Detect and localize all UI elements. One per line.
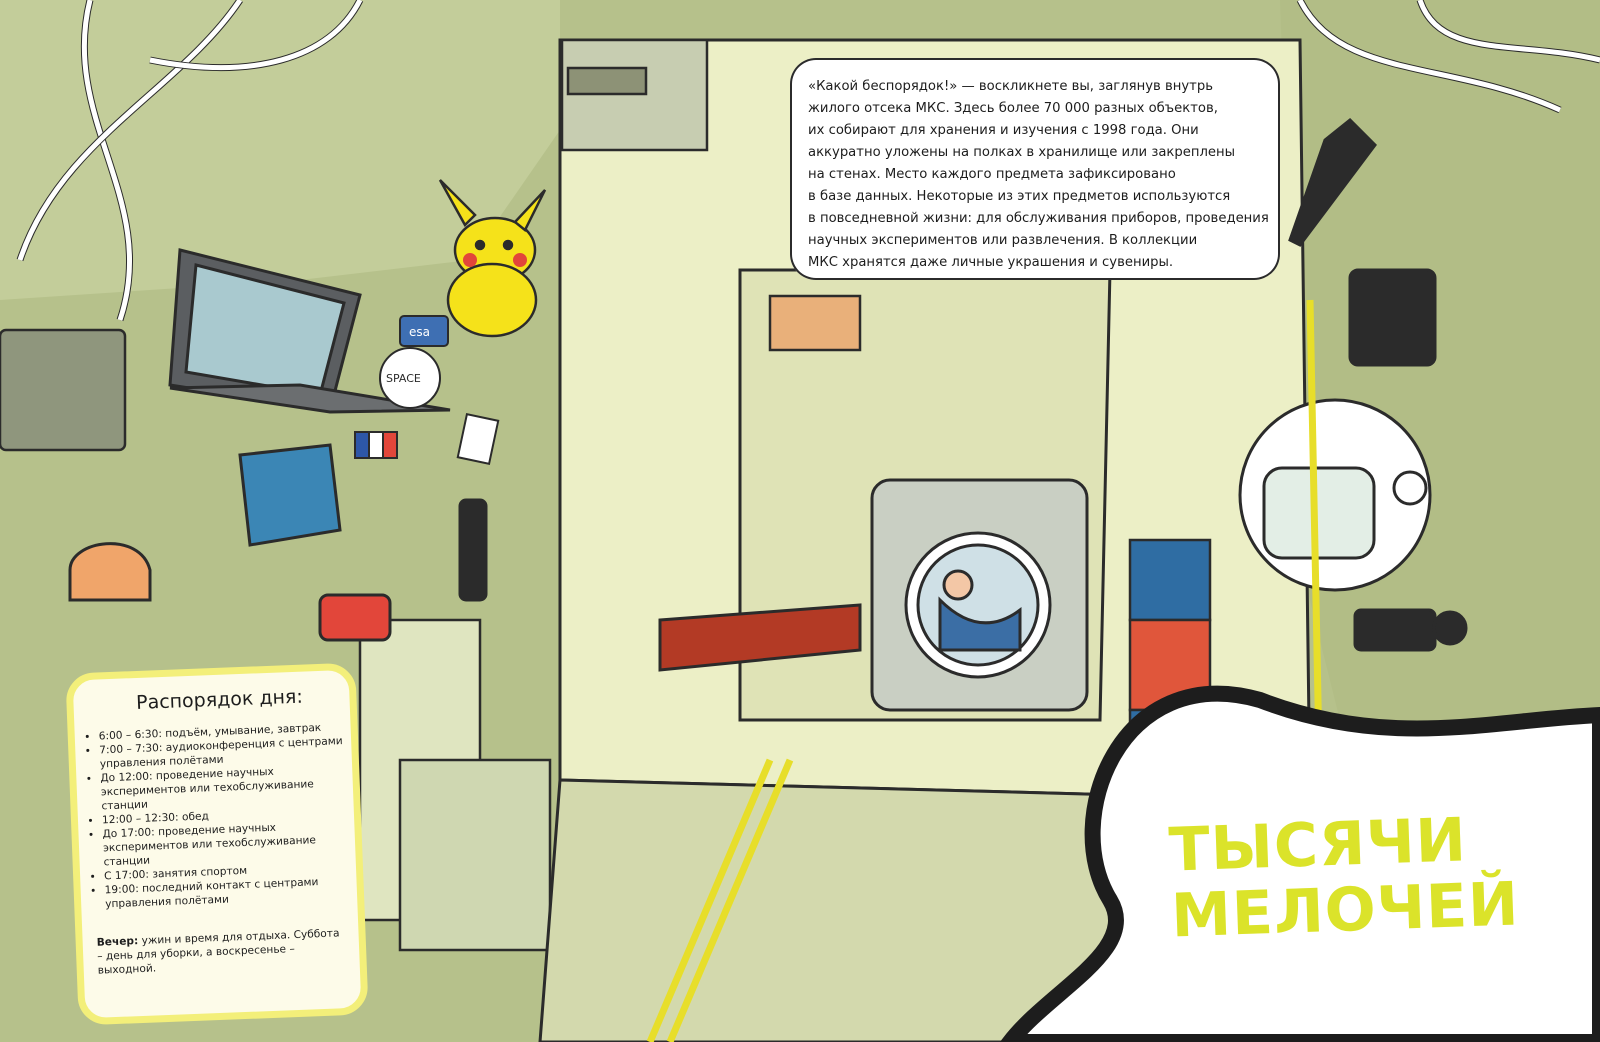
intro-text-box — [790, 58, 1280, 280]
stickers — [354, 315, 500, 466]
daily-schedule-card: Распорядок дня: 6:00 – 6:30: подъём, умы… — [65, 662, 369, 1026]
cable-bundle — [16, 0, 1600, 322]
camera-and-flashlight — [1288, 117, 1468, 652]
yellow-plush-illustration — [438, 179, 547, 338]
laptop-illustration — [168, 248, 451, 414]
helmet-robot-illustration — [1238, 398, 1432, 592]
left-wall-panels — [0, 328, 552, 952]
schedule-evening-label: Вечер: — [96, 935, 139, 949]
galley-table — [658, 603, 862, 672]
esa-sticker-text: esa — [409, 325, 430, 339]
vent-grille — [560, 38, 862, 352]
headline-background — [999, 685, 1600, 1042]
intro-paragraph: «Какой беспорядок!» — воскликнете вы, за… — [808, 79, 1269, 270]
porthole-window — [870, 478, 1089, 712]
blue-pouch-illustration — [68, 443, 488, 642]
schedule-list: 6:00 – 6:30: подъём, умывание, завтрак 7… — [85, 719, 366, 911]
headline-line-2: МЕЛОЧЕЙ — [1170, 869, 1521, 952]
schedule-evening-note: Вечер: ужин и время для отдыха. Суббота … — [96, 926, 347, 978]
headline: ТЫСЯЧИ МЕЛОЧЕЙ — [1168, 805, 1521, 952]
space-sticker-text: SPACE — [386, 372, 421, 385]
schedule-title: Распорядок дня: — [135, 685, 304, 714]
